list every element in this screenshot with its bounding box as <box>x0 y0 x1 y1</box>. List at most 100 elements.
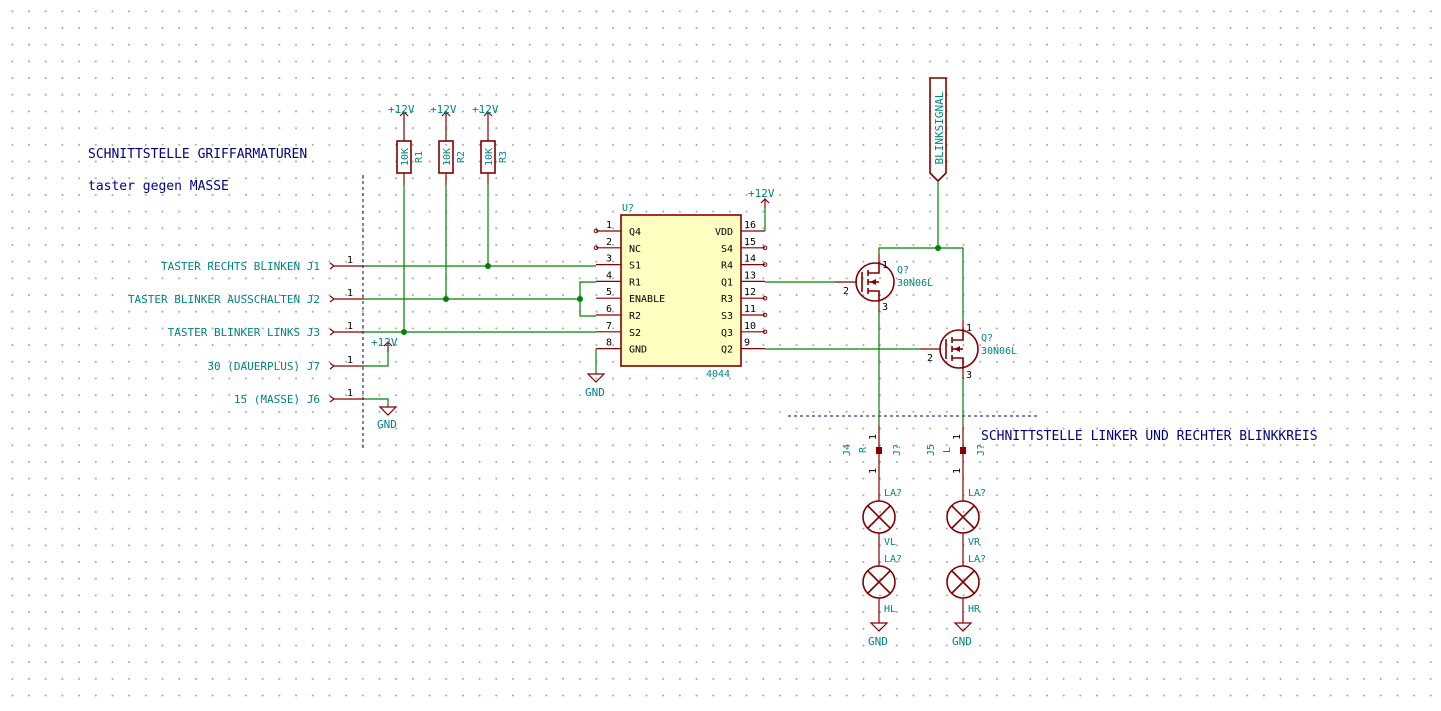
ic-pin-left: 2NC <box>593 237 641 255</box>
ic-pin-number: 7 <box>606 321 612 332</box>
connector-j2[interactable]: TASTER BLINKER AUSSCHALTEN J2 1 <box>128 288 364 306</box>
ic-pin-number: 2 <box>606 237 612 248</box>
ic-pin-name: R1 <box>629 277 641 288</box>
lamp-ref: LA? <box>884 554 902 565</box>
mosfet-source-pin: 3 <box>966 370 972 381</box>
power-gnd-j6: GND <box>377 406 398 431</box>
wire-j7-vcc <box>364 352 389 367</box>
ic-pin-left: 7S2 <box>596 321 641 339</box>
connector-ref: J5 <box>926 444 937 456</box>
ic-pin-name: S1 <box>629 261 641 272</box>
resistor-r3[interactable]: +12V 10K R3 <box>472 103 509 185</box>
connector-j1[interactable]: TASTER RECHTS BLINKEN J1 1 <box>161 255 364 273</box>
mosfet-ref: Q? <box>897 265 909 276</box>
ic-pin-name: Q2 <box>721 345 733 356</box>
power-vcc-ic: +12V <box>748 187 775 208</box>
ic-pin-number: 5 <box>606 287 612 298</box>
connector-pin: 1 <box>347 388 353 399</box>
ic-pin-number: 13 <box>744 270 756 281</box>
ic-pin-name: Q3 <box>721 328 733 339</box>
ic-pin-nc-marker <box>762 262 768 267</box>
mosfet-source-pin: 3 <box>882 302 888 313</box>
ic-pin-left: 1Q4 <box>593 220 641 238</box>
ic-pin-number: 6 <box>606 304 612 315</box>
connector-pin: 1 <box>347 288 353 299</box>
connector-j4[interactable]: 1 1 J4 R J? <box>842 425 903 480</box>
connector-pin: 1 <box>952 468 963 474</box>
ic-pin-nc-marker <box>762 245 768 251</box>
power-vcc-label: +12V <box>472 103 499 116</box>
connector-value: R <box>858 446 869 453</box>
power-gnd-label: GND <box>868 635 888 648</box>
lamp-ref: LA? <box>968 554 986 565</box>
connector-label: TASTER BLINKER AUSSCHALTEN J2 <box>128 293 320 306</box>
lamp-hl[interactable]: LA? HL <box>862 554 902 623</box>
mosfet-value: 30N06L <box>897 278 933 289</box>
lamp-hr[interactable]: LA? HR <box>946 554 986 623</box>
connector-pin: 1 <box>868 434 879 440</box>
interface-title: SCHNITTSTELLE GRIFFARMATUREN <box>88 147 307 162</box>
ic-pin-name: VDD <box>715 227 733 238</box>
ic-pin-number: 11 <box>744 304 756 315</box>
junction <box>401 329 407 335</box>
mosfet-q2[interactable]: 2 1 3 Q? 30N06L <box>920 320 1017 381</box>
ic-pin-right: 9Q2 <box>721 338 765 356</box>
global-label-blinksignal[interactable]: BLINKSIGNAL <box>929 77 947 183</box>
power-vcc-label: +12V <box>748 187 775 200</box>
lamp-vr[interactable]: LA? VR <box>946 480 986 566</box>
ic-pin-name: R2 <box>629 311 641 322</box>
lamp-value: VR <box>968 537 981 548</box>
junction <box>443 296 449 302</box>
connector-ref2: J? <box>892 444 903 456</box>
resistor-ref: R3 <box>498 151 509 163</box>
lamp-value: HR <box>968 604 981 615</box>
resistor-value: 10K <box>442 148 453 166</box>
ic-pin-number: 12 <box>744 287 756 298</box>
power-gnd-label: GND <box>952 635 972 648</box>
ic-value: 4044 <box>706 369 730 380</box>
ic-pin-nc-marker <box>762 295 768 301</box>
mosfet-q1[interactable]: 2 1 3 Q? 30N06L <box>835 254 933 313</box>
resistor-r1[interactable]: +12V 10K R1 <box>388 103 425 185</box>
connector-j5[interactable]: 1 1 J5 L J? <box>926 425 987 480</box>
resistor-ref: R1 <box>414 151 425 163</box>
ic-pin-number: 8 <box>606 338 612 349</box>
connector-j3[interactable]: TASTER BLINKER LINKS J3 1 <box>168 321 364 339</box>
ic-pin-name: S2 <box>629 328 641 339</box>
power-gnd-left-lamps: GND <box>868 622 889 648</box>
connector-label: 30 (DAUERPLUS) J7 <box>207 360 320 373</box>
mosfet-gate-pin: 2 <box>843 286 849 297</box>
wire-j6-gnd <box>364 398 389 407</box>
power-vcc-label: +12V <box>371 336 398 349</box>
ic-pin-left: 4R1 <box>596 270 641 288</box>
connector-label: 15 (MASSE) J6 <box>234 393 320 406</box>
ic-pin-nc-marker <box>762 329 768 335</box>
connector-pin: 1 <box>868 468 879 474</box>
connector-j7[interactable]: 30 (DAUERPLUS) J7 1 <box>207 355 364 373</box>
global-label-text: BLINKSIGNAL <box>933 91 946 164</box>
ic-pin-number: 15 <box>744 237 756 248</box>
ic-pin-number: 1 <box>606 220 612 231</box>
lamp-vl[interactable]: LA? VL <box>862 480 902 566</box>
ic-4044[interactable]: U? 4044 1Q42NC3S14R15ENABLE6R27S28GND16V… <box>593 203 768 380</box>
ic-pin-name: GND <box>629 345 647 356</box>
junction <box>485 263 491 269</box>
ic-pin-nc-marker <box>762 312 768 318</box>
mosfet-gate-pin: 2 <box>927 353 933 364</box>
ic-pin-nc-marker <box>593 228 599 234</box>
resistor-r2[interactable]: +12V 10K R2 <box>430 103 467 185</box>
lamp-ref: LA? <box>968 488 986 499</box>
power-gnd-label: GND <box>377 418 397 431</box>
connector-j6[interactable]: 15 (MASSE) J6 1 <box>234 388 364 406</box>
junction <box>935 245 941 251</box>
power-vcc-label: +12V <box>388 103 415 116</box>
connector-label: TASTER RECHTS BLINKEN J1 <box>161 260 320 273</box>
mosfet-drain-pin: 1 <box>966 323 972 334</box>
